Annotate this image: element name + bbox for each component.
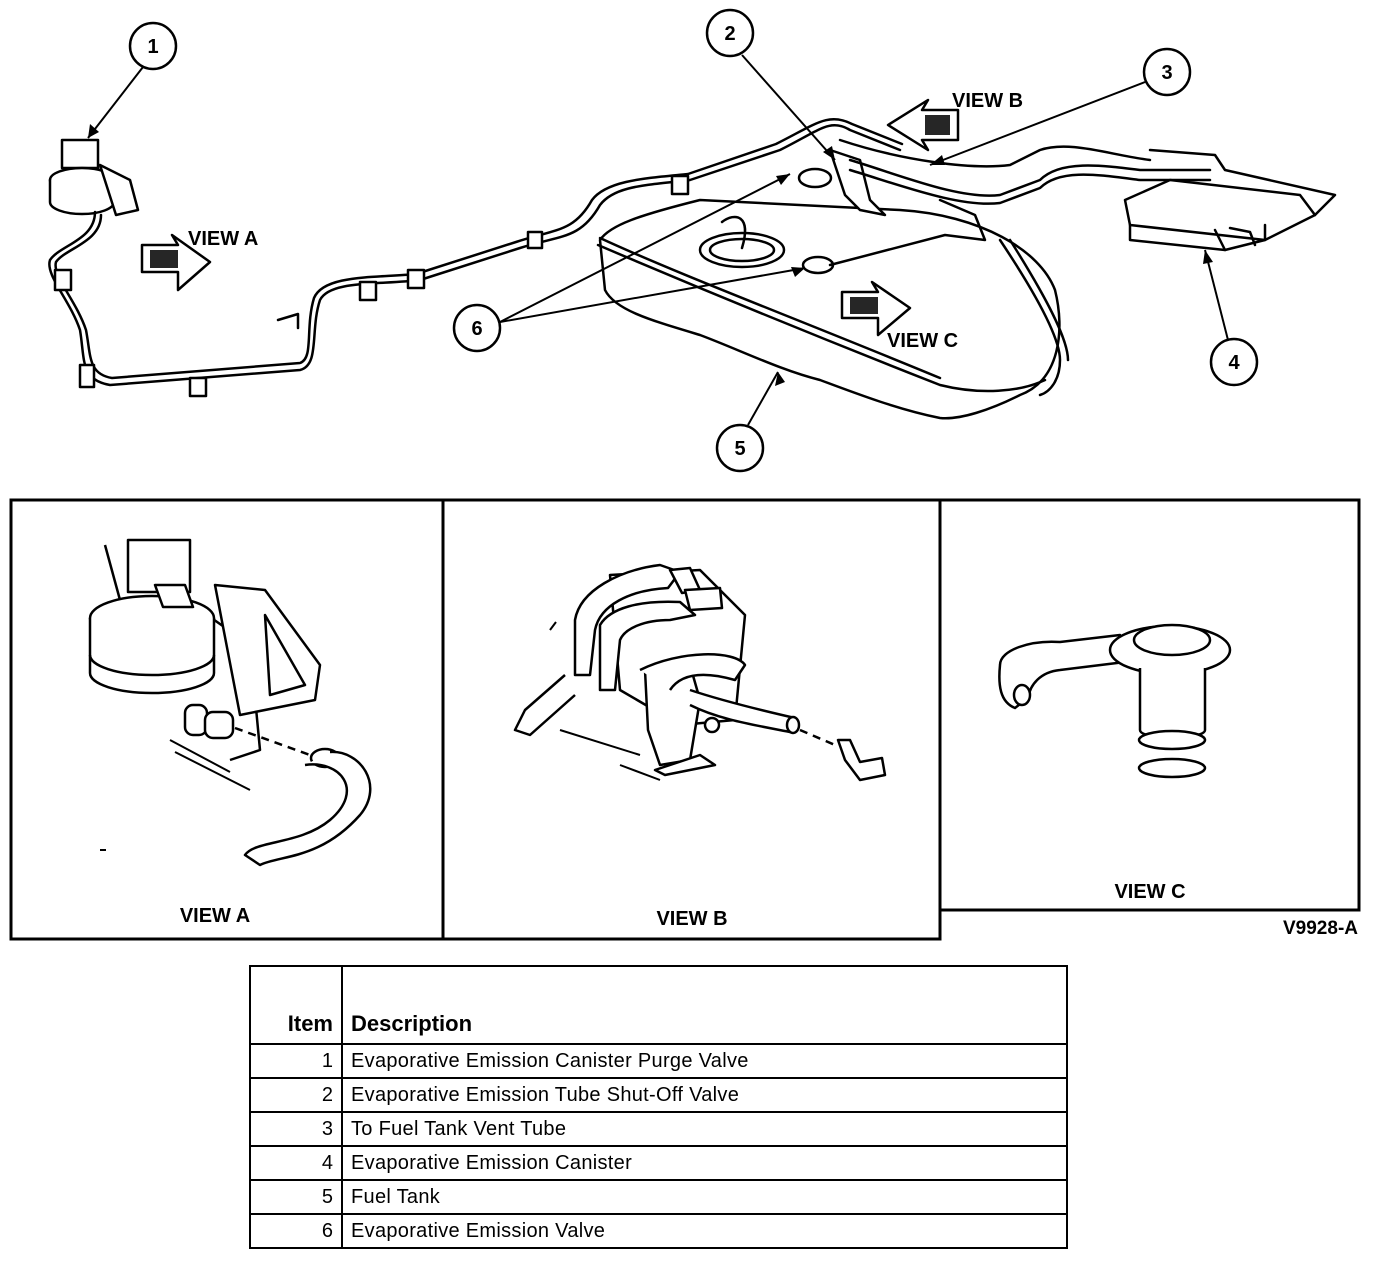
table-row: 6 Evaporative Emission Valve	[249, 1213, 1068, 1249]
view-b-pointer-label: VIEW B	[952, 90, 1023, 112]
fuel-tank-drawing	[598, 198, 1061, 420]
callout-6: 6	[471, 318, 482, 340]
legend-header-description: Description	[341, 965, 1068, 1045]
legend-item-number: 2	[249, 1077, 343, 1113]
view-b-arrow	[886, 98, 960, 152]
legend-item-description: To Fuel Tank Vent Tube	[341, 1111, 1068, 1147]
view-c-label: VIEW C	[1114, 881, 1185, 903]
table-row: 3 To Fuel Tank Vent Tube	[249, 1111, 1068, 1147]
table-row: 1 Evaporative Emission Canister Purge Va…	[249, 1043, 1068, 1079]
table-row: 2 Evaporative Emission Tube Shut-Off Val…	[249, 1077, 1068, 1113]
view-c-panel	[938, 498, 1361, 912]
legend-item-description: Evaporative Emission Canister Purge Valv…	[341, 1043, 1068, 1079]
purge-valve-drawing	[48, 138, 140, 217]
view-b-label: VIEW B	[656, 908, 727, 930]
overview-diagram: VIEW A VIEW B VIEW C 1 2 3 4 5 6	[48, 8, 1337, 473]
callout-4: 4	[1228, 352, 1240, 374]
legend-header-row: Item Description	[249, 965, 1068, 1045]
callout-5: 5	[734, 438, 745, 460]
view-a-label: VIEW A	[180, 905, 250, 927]
legend-item-number: 3	[249, 1111, 343, 1147]
legend-item-number: 1	[249, 1043, 343, 1079]
detail-views: VIEW A VIEW B VIEW C	[9, 498, 1361, 941]
legend-item-number: 4	[249, 1145, 343, 1181]
view-a-pointer-label: VIEW A	[188, 228, 258, 250]
view-c-pointer-label: VIEW C	[887, 330, 958, 352]
legend-item-description: Evaporative Emission Valve	[341, 1213, 1068, 1249]
view-a-drawing	[88, 538, 372, 867]
view-c-drawing	[998, 623, 1232, 779]
legend-header-item: Item	[249, 965, 343, 1045]
canister-drawing	[1123, 148, 1337, 252]
legend-item-description: Evaporative Emission Tube Shut-Off Valve	[341, 1077, 1068, 1113]
figure-id: V9928-A	[1283, 918, 1358, 939]
legend-item-number: 5	[249, 1179, 343, 1215]
callout-1: 1	[147, 36, 158, 58]
callout-2: 2	[724, 23, 735, 45]
table-row: 4 Evaporative Emission Canister	[249, 1145, 1068, 1181]
table-row: 5 Fuel Tank	[249, 1179, 1068, 1215]
legend-item-description: Evaporative Emission Canister	[341, 1145, 1068, 1181]
legend-item-description: Fuel Tank	[341, 1179, 1068, 1215]
callout-3: 3	[1161, 62, 1172, 84]
legend-item-number: 6	[249, 1213, 343, 1249]
legend-table: Item Description 1 Evaporative Emission …	[249, 965, 1068, 1249]
view-b-drawing	[513, 563, 887, 782]
